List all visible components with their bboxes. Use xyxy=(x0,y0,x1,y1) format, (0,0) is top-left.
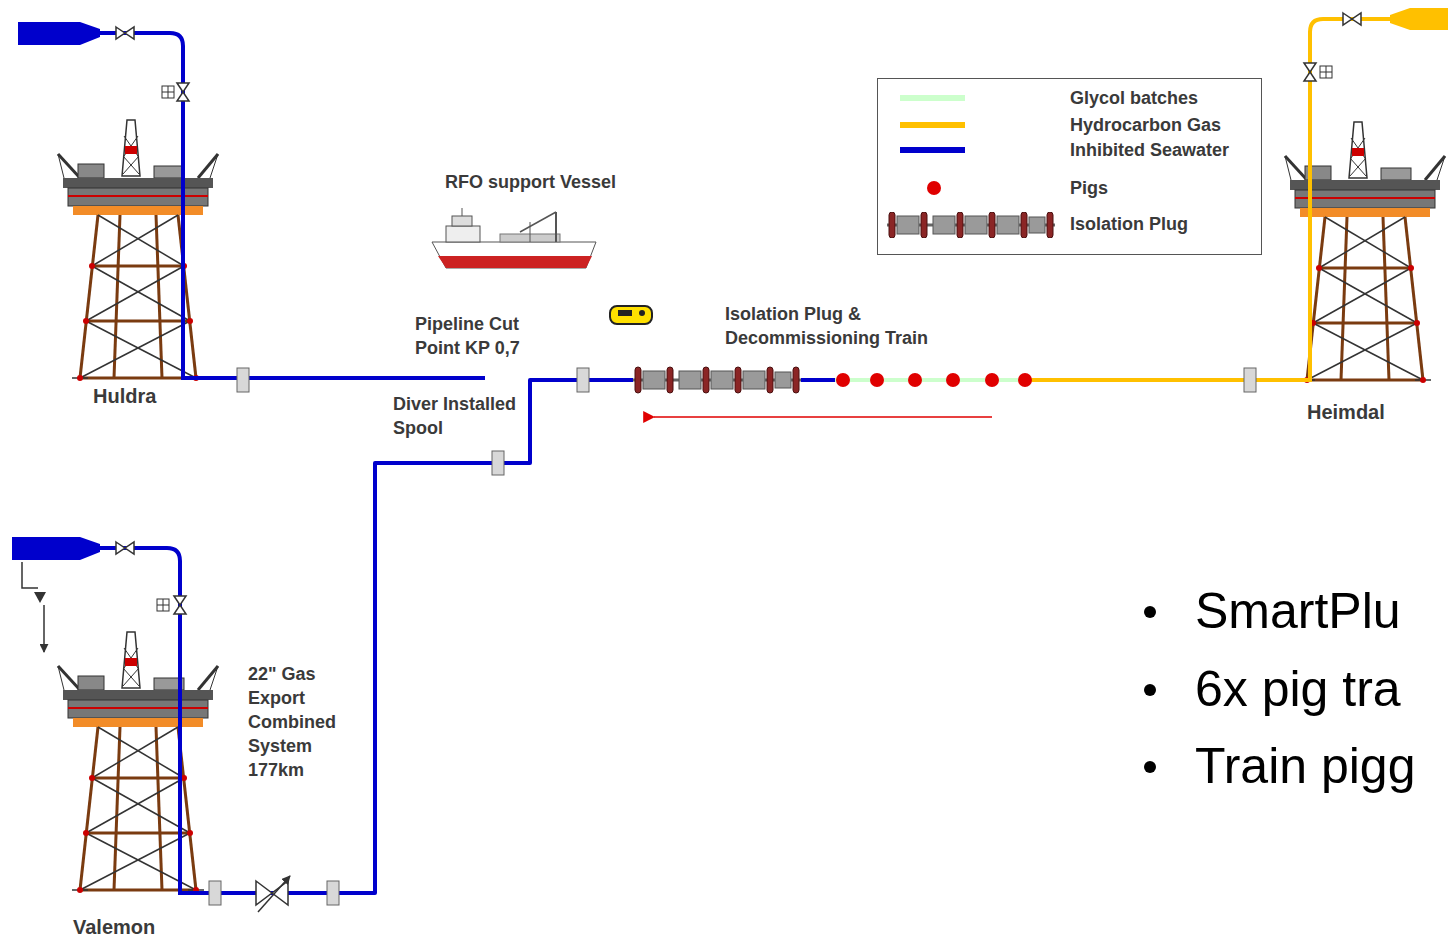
platform-node: Heimdal xyxy=(1285,118,1445,380)
legend-swatch xyxy=(900,147,965,153)
legend-plug-symbol xyxy=(885,212,1057,238)
platform-node: Huldra xyxy=(58,116,218,378)
annotation-label: Diver Installed Spool xyxy=(393,392,523,440)
node-label: Heimdal xyxy=(1307,400,1448,424)
legend-pig-symbol xyxy=(927,181,941,195)
annotation-label: 22" Gas Export Combined System 177km xyxy=(248,662,348,782)
legend-text: Pigs xyxy=(1070,177,1108,199)
bullet-text: Train pigg xyxy=(1195,737,1415,795)
node-label: Isolation Plug & Decommissioning Train xyxy=(725,302,940,350)
bullet-text: 6x pig tra xyxy=(1195,660,1401,718)
bullet-text: SmartPlu xyxy=(1195,582,1401,640)
pipeline-connector xyxy=(218,380,633,893)
annotation-label: Pipeline Cut Point KP 0,7 xyxy=(415,312,565,360)
node-label: Huldra xyxy=(93,384,253,408)
plug-node: Isolation Plug & Decommissioning Train xyxy=(633,368,801,392)
legend-swatch xyxy=(900,95,965,101)
legend-text: Glycol batches xyxy=(1070,87,1198,109)
legend-text: Hydrocarbon Gas xyxy=(1070,114,1221,136)
legend-swatch xyxy=(900,122,965,128)
legend-text: Inhibited Seawater xyxy=(1070,139,1229,161)
annotation-label: RFO support Vessel xyxy=(445,170,616,194)
node-label: Valemon xyxy=(73,915,233,939)
platform-node: Valemon xyxy=(58,628,218,893)
legend-text: Isolation Plug xyxy=(1070,213,1188,235)
